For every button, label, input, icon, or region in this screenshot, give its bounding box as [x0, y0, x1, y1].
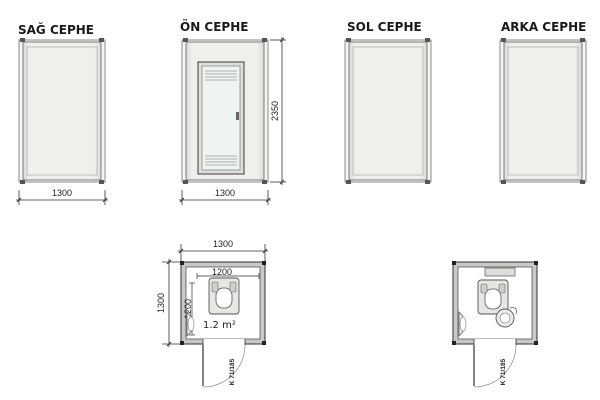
- water-heater-icon: [495, 307, 517, 328]
- front-elevation-width-dimension: 1300: [179, 188, 271, 205]
- plan1-inner-width-dimension: 1200: [196, 267, 260, 279]
- title-back-elevation: ARKA CEPHE: [501, 20, 586, 34]
- front-elevation-height-label: 2350: [270, 101, 280, 121]
- front-elevation: [181, 38, 269, 184]
- plan1-door-swing: [202, 344, 246, 388]
- right-elevation-width-dimension: 1300: [16, 188, 108, 205]
- plan1-inner-height-label: 1200: [183, 299, 193, 319]
- floor-plan-2: K 71/185: [452, 261, 538, 388]
- front-door: [197, 61, 245, 175]
- wall-sink-icon: [458, 311, 467, 337]
- plan1-outer-width-dimension: 1300: [178, 239, 268, 262]
- wall-sink-icon: [186, 311, 195, 337]
- front-elevation-width-label: 1300: [215, 188, 235, 198]
- plan1-outer-height-label: 1300: [156, 293, 166, 313]
- back-elevation: [499, 38, 587, 184]
- squat-toilet-icon: [208, 277, 240, 315]
- plan1-outer-width-label: 1300: [213, 239, 233, 249]
- title-left-elevation: SOL CEPHE: [347, 20, 422, 34]
- plan1-area-label: 1.2 m²: [203, 320, 236, 331]
- plan2-door-swing: [473, 344, 517, 388]
- right-elevation-width-label: 1300: [52, 188, 72, 198]
- title-right-elevation: SAĞ CEPHE: [18, 22, 94, 37]
- door-handle-icon: [236, 112, 239, 120]
- wall-shelf-icon: [484, 267, 516, 277]
- plan1-inner-width-label: 1200: [212, 267, 232, 277]
- right-elevation: [18, 38, 106, 184]
- door-bottom-vent: [205, 155, 237, 166]
- front-elevation-height-dimension: 2350: [270, 37, 286, 185]
- floor-plan-1: 1300 1300 K 71/185: [156, 239, 268, 388]
- squat-toilet-icon: [477, 279, 509, 315]
- plan2-door-label: K 71/185: [500, 358, 507, 385]
- left-elevation: [344, 38, 432, 184]
- door-top-vent: [205, 70, 237, 81]
- plan1-outer-height-dimension: 1300: [156, 259, 180, 347]
- plan1-door-label: K 71/185: [229, 358, 236, 385]
- title-front-elevation: ÖN CEPHE: [180, 19, 248, 34]
